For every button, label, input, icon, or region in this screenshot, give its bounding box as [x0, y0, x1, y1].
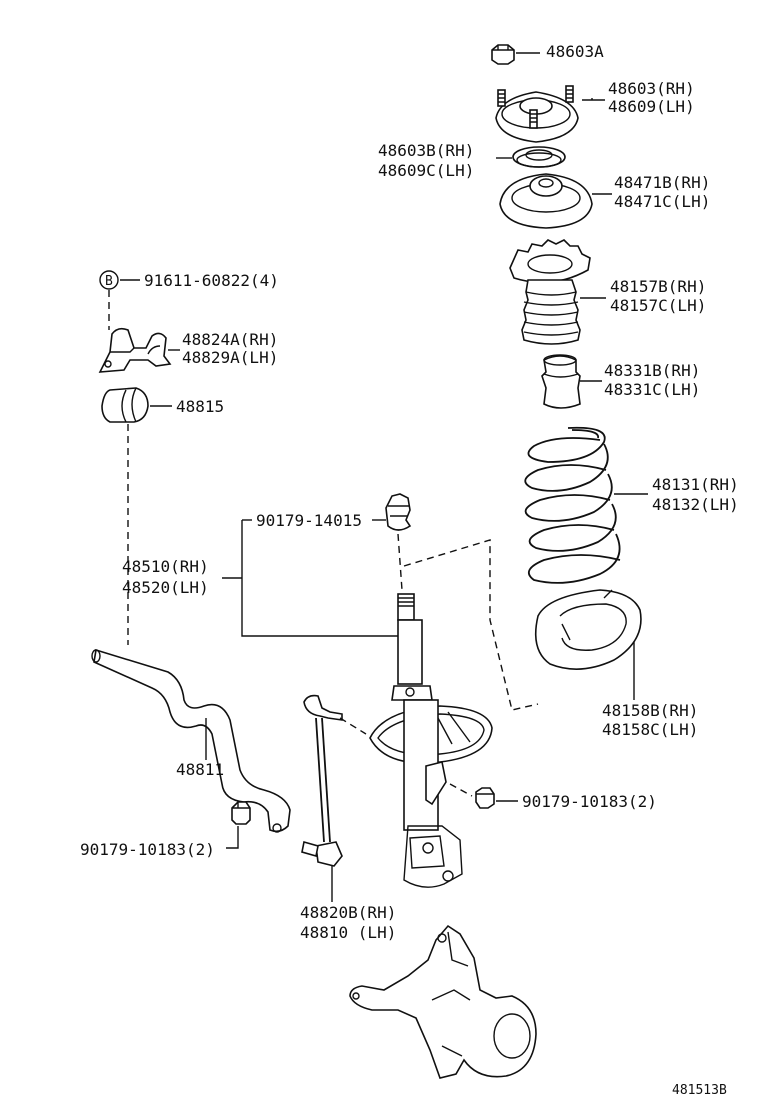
label-48132-lh: 48132(LH) — [652, 495, 739, 514]
part-48331B-bound-stopper — [541, 354, 602, 409]
part-48603-suspension-support — [495, 85, 605, 143]
label-48131-rh: 48131(RH) — [652, 475, 739, 494]
part-90179-14015-nut — [372, 493, 539, 711]
part-48158B-lower-insulator — [534, 589, 642, 700]
part-48811-stabilizer-bar — [91, 648, 291, 833]
part-48603A-nut — [491, 44, 540, 65]
label-48603B-rh: 48603B(RH) — [378, 141, 474, 160]
label-90179-10183-left: 90179-10183(2) — [80, 840, 215, 859]
label-48829A-lh: 48829A(LH) — [182, 348, 278, 367]
part-48815-stabilizer-bushing — [101, 387, 172, 645]
part-48510-strut-assembly — [369, 593, 493, 888]
part-91611-bolt-marker — [99, 270, 140, 330]
label-48158B-rh: 48158B(RH) — [602, 701, 698, 720]
label-48609C-lh: 48609C(LH) — [378, 161, 474, 180]
label-48158C-lh: 48158C(LH) — [602, 720, 698, 739]
label-48815: 48815 — [176, 397, 224, 416]
part-48824A-stabilizer-bracket — [98, 327, 180, 373]
label-48811: 48811 — [176, 760, 224, 779]
label-48331C-lh: 48331C(LH) — [604, 380, 700, 399]
label-90179-14015: 90179-14015 — [256, 511, 362, 530]
label-48810-lh: 48810 (LH) — [300, 923, 396, 942]
part-90179-10183-nut-right — [449, 783, 518, 809]
label-48471C-lh: 48471C(LH) — [614, 192, 710, 211]
part-90179-10183-nut-left — [226, 801, 251, 849]
part-48131-coil-spring — [524, 426, 648, 584]
part-48471B-upper-spring-seat — [499, 173, 612, 229]
label-48510-rh: 48510(RH) — [122, 557, 209, 576]
label-figure-code: 481513B — [672, 1083, 727, 1098]
part-steering-knuckle — [349, 924, 537, 1079]
label-48331B-rh: 48331B(RH) — [604, 361, 700, 380]
label-48820B-rh: 48820B(RH) — [300, 903, 396, 922]
label-48603-rh: 48603(RH) — [608, 79, 695, 98]
callout-48510-strut — [222, 519, 398, 637]
part-48603B-bearing — [496, 146, 566, 168]
label-48157C-lh: 48157C(LH) — [610, 296, 706, 315]
part-48157B-spring-bumper — [509, 239, 606, 345]
label-48824A-rh: 48824A(RH) — [182, 330, 278, 349]
label-48471B-rh: 48471B(RH) — [614, 173, 710, 192]
label-91611-60822: 91611-60822(4) — [144, 271, 279, 290]
label-48609-lh: 48609(LH) — [608, 97, 695, 116]
label-bolt-marker: B — [105, 274, 113, 289]
label-48603A: 48603A — [546, 42, 604, 61]
label-90179-10183-right: 90179-10183(2) — [522, 792, 657, 811]
label-48520-lh: 48520(LH) — [122, 578, 209, 597]
part-48820B-stabilizer-link — [301, 694, 367, 902]
label-48157B-rh: 48157B(RH) — [610, 277, 706, 296]
